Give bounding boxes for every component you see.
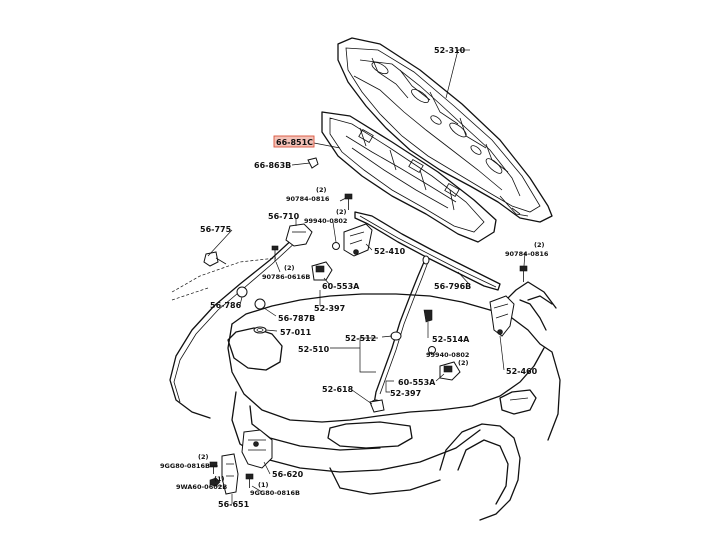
label-bolt-a: 90784-0816 [286, 195, 330, 203]
bolt-lower-right [245, 473, 254, 488]
label-hinge-right: 52-460 [506, 367, 538, 376]
screw-bracket [271, 245, 279, 262]
label-washer: 99940-0802 [304, 217, 347, 225]
latch-assembly [221, 429, 273, 495]
label-lock-cable: 56-775 [200, 225, 232, 234]
label-weatherstrip: 56-796B [434, 282, 471, 291]
label-qty3: (2) [534, 241, 544, 249]
clip-514 [423, 309, 433, 323]
label-qty6: (1) [214, 475, 224, 483]
stay-holder-right [439, 361, 461, 381]
label-stay-rod: 52-510 [298, 345, 330, 354]
label-hinge-left: 52-410 [374, 247, 406, 256]
label-bracket-bolt: 90786-0616B [262, 273, 310, 281]
hood-panel [337, 37, 553, 223]
label-stay-clip2: 52-397 [390, 389, 421, 398]
hinge-left [343, 223, 373, 257]
clip-part [307, 157, 319, 169]
label-stay-holder: 60-553A [322, 282, 360, 291]
vehicle-body [171, 257, 561, 521]
label-clip: 66-863B [254, 161, 291, 170]
grommet-part [390, 331, 402, 341]
label-clip-514: 52-514A [432, 335, 470, 344]
label-washer2: 99940-0802 [426, 351, 469, 359]
bolt-lower-left [209, 461, 218, 474]
label-qty5: (2) [198, 453, 208, 461]
label-bumper-right: 56-787B [278, 314, 315, 323]
part-labels: 52-310 66-851C 66-863B (2) 90784-0816 (2… [160, 46, 549, 509]
bumper-rubber-left [236, 286, 248, 298]
label-nut: 9WA60-0602B [176, 483, 227, 491]
label-release-cable: 56-710 [268, 212, 300, 221]
label-stay-holder2: 60-553A [398, 378, 436, 387]
hood-insulator [321, 111, 497, 243]
label-bolt-l2: 9GG80-0816B [250, 489, 300, 497]
highlight-box [273, 135, 315, 148]
washer-top [332, 242, 340, 250]
striker-part [369, 399, 385, 413]
label-qty4: (2) [458, 359, 468, 367]
bolt-top [344, 193, 353, 210]
leader-lines [207, 49, 526, 504]
bolt-right [519, 265, 528, 282]
label-cap: 57-011 [280, 328, 312, 337]
label-screw-qty: (2) [284, 264, 294, 272]
washer-right [428, 346, 436, 354]
label-grommet: 52-512 [345, 334, 376, 343]
label-qty1: (2) [316, 186, 326, 194]
release-cable [169, 223, 313, 419]
bumper-rubber-right [254, 298, 266, 310]
label-striker: 52-618 [322, 385, 354, 394]
label-latch-assy: 56-651 [218, 500, 250, 509]
label-latch: 56-620 [272, 470, 304, 479]
label-stay-clip: 52-397 [314, 304, 345, 313]
stay-holder-left [311, 261, 333, 281]
label-bolt-right: 90784-0816 [505, 250, 549, 258]
label-insulator: 66-851C [276, 138, 313, 147]
nut-lower-left [209, 477, 221, 487]
label-qty7: (1) [258, 481, 268, 489]
label-hood: 52-310 [434, 46, 466, 55]
label-bolt-l1: 9GG80-0816B [160, 462, 210, 470]
cap-part [253, 326, 267, 334]
label-bumper-left: 56-786 [210, 301, 242, 310]
weatherstrip [354, 211, 501, 291]
hinge-right [489, 295, 515, 337]
label-qty2: (2) [336, 208, 346, 216]
